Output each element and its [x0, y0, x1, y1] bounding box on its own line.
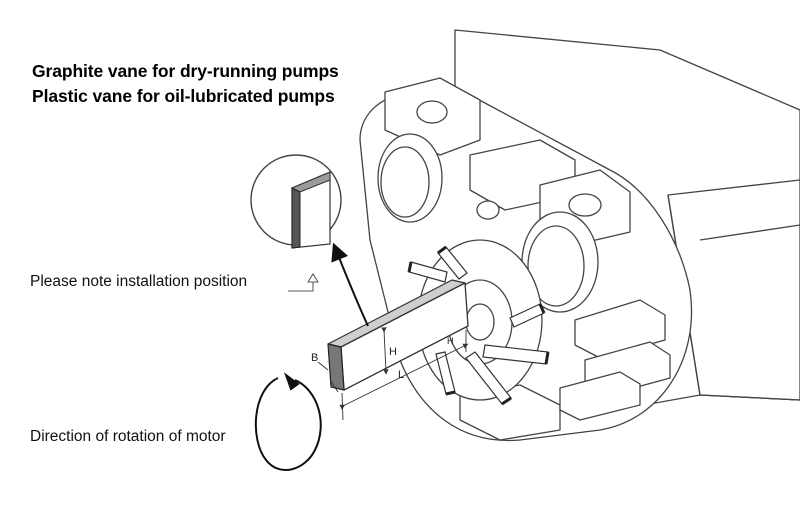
dim-height-label: H — [389, 346, 397, 358]
dim-height-label-small: H — [447, 336, 454, 346]
heading-plastic-vane: Plastic vane for oil-lubricated pumps — [32, 86, 335, 106]
heading-graphite-vane: Graphite vane for dry-running pumps — [32, 61, 339, 81]
note-pointer-icon — [288, 273, 319, 292]
dim-breadth-label: B — [311, 352, 318, 364]
rotation-arrow-icon — [254, 372, 322, 471]
rotation-direction-note: Direction of rotation of motor — [30, 428, 226, 445]
dim-length-label: L — [398, 369, 404, 381]
detail-magnifier — [250, 154, 342, 249]
dimension-lines — [317, 327, 469, 421]
detail-leader-arrow — [331, 242, 369, 327]
installation-note: Please note installation position — [30, 273, 248, 290]
